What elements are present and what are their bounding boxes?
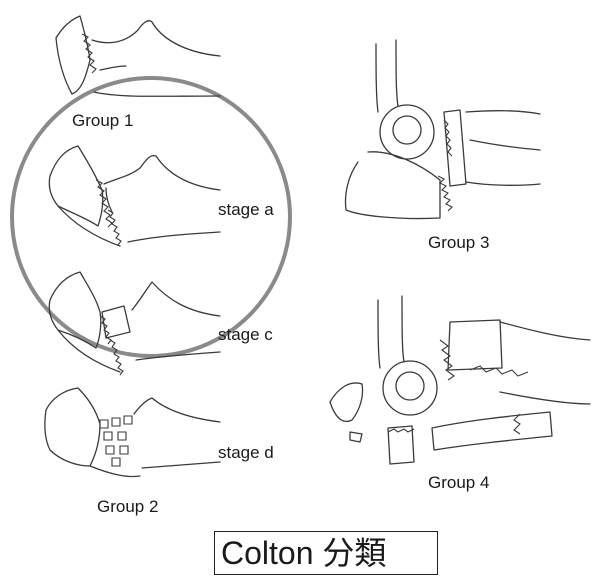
- stage-a-drawing: [49, 146, 220, 246]
- diagram-title: Colton 分類: [214, 531, 438, 575]
- stage-d-drawing: [45, 388, 220, 477]
- group4-drawing: [330, 296, 590, 464]
- stage-c-drawing: [49, 272, 220, 375]
- label-group-2: Group 2: [97, 498, 158, 515]
- label-stage-a: stage a: [218, 201, 274, 218]
- group3-drawing: [346, 40, 541, 219]
- label-group-3: Group 3: [428, 234, 489, 251]
- label-stage-c: stage c: [218, 326, 273, 343]
- label-group-4: Group 4: [428, 474, 489, 491]
- label-group-1: Group 1: [72, 112, 133, 129]
- label-stage-d: stage d: [218, 444, 274, 461]
